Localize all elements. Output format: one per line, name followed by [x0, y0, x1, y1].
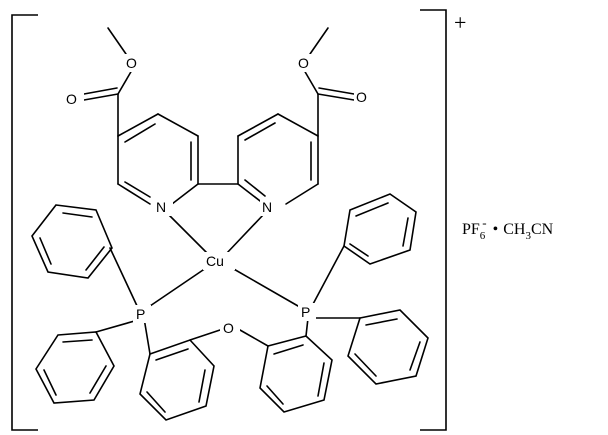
ester-group-left — [83, 27, 133, 137]
phenyl-ring-right-upper — [311, 193, 417, 307]
backbone-aryl-right — [239, 317, 333, 413]
ester-group-right — [303, 27, 355, 137]
solvent-prefix: CH — [503, 221, 526, 238]
svg-text:O: O — [298, 55, 309, 71]
svg-text:N: N — [262, 199, 272, 215]
atom-bridge-oxygen: O — [220, 319, 240, 337]
atom-nitrogen-left: N — [153, 198, 173, 216]
svg-text:O: O — [223, 320, 234, 336]
atom-phosphorus-left: P — [133, 305, 151, 323]
complex-charge: + — [454, 10, 466, 35]
atom-ester-right-carbonyl-o: O — [354, 88, 374, 106]
solvent-suffix: CN — [531, 221, 554, 238]
bipyridine-left-ring — [117, 113, 199, 205]
svg-text:P: P — [136, 306, 145, 322]
atom-nitrogen-right: N — [260, 198, 280, 216]
atom-ester-right-ether-o: O — [296, 54, 316, 72]
anion-superscript: - — [482, 215, 486, 230]
anion-subscript: 6 — [480, 230, 486, 242]
svg-text:N: N — [156, 199, 166, 215]
left-bracket — [11, 14, 38, 431]
phenyl-ring-left-upper — [31, 204, 139, 309]
right-bracket — [420, 9, 447, 431]
svg-text:O: O — [356, 89, 367, 105]
svg-text:P: P — [301, 304, 310, 320]
phenyl-ring-left-lower — [35, 319, 139, 404]
atom-ester-left-carbonyl-o: O — [64, 90, 84, 108]
atom-ester-left-ether-o: O — [124, 54, 144, 72]
atom-phosphorus-right: P — [298, 303, 316, 321]
formula-separator: • — [493, 221, 499, 238]
svg-text:O: O — [66, 91, 77, 107]
counter-ion-formula: PF6-•CH3CN — [462, 215, 554, 242]
n-cu-bond-right — [225, 213, 265, 255]
svg-text:Cu: Cu — [206, 253, 224, 269]
phenyl-ring-right-lower — [315, 309, 429, 385]
anion-symbol: PF — [462, 221, 480, 238]
svg-text:O: O — [126, 55, 137, 71]
cu-p-bond-right — [231, 267, 299, 307]
solvent-subscript: 3 — [525, 230, 531, 242]
atom-copper: Cu — [203, 252, 235, 270]
n-cu-bond-left — [167, 213, 209, 255]
bipyridine-right-ring — [237, 113, 319, 205]
cu-p-bond-left — [149, 267, 207, 307]
backbone-aryl-left — [139, 317, 221, 421]
